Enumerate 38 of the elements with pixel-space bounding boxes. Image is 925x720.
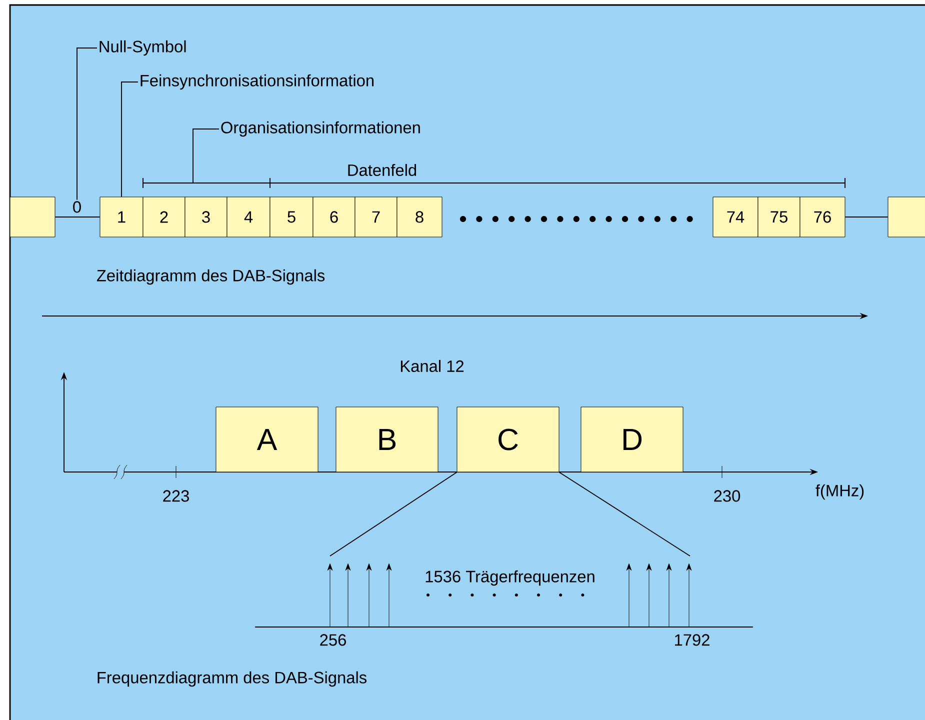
leader-line: [76, 48, 98, 200]
connector-line: [330, 472, 458, 556]
symbol-box: 4: [226, 196, 270, 238]
caption-text: Frequenzdiagramm des DAB-Signals: [98, 671, 366, 687]
symbol-number: 0: [73, 201, 81, 213]
leader-line: [121, 82, 138, 198]
symbol-box: [888, 196, 925, 238]
symbol-box: 7: [354, 196, 398, 238]
caption-text: Zeitdiagramm des DAB-Signals: [96, 269, 325, 285]
symbol-box: 1: [100, 196, 144, 238]
symbol-box: 8: [396, 196, 442, 238]
connector-line: [844, 216, 888, 218]
caption-text: f(MHz): [816, 484, 864, 500]
symbol-box: 2: [142, 196, 186, 238]
symbol-box: 75: [758, 196, 800, 238]
symbol-box: [10, 196, 56, 238]
caption-text: 1536 Trägerfrequenzen: [426, 570, 594, 586]
caption-text: Kanal 12: [400, 360, 464, 372]
symbol-box: 6: [312, 196, 356, 238]
caption-text: 256: [320, 634, 346, 646]
symbol-box: 76: [800, 196, 846, 238]
leader-label: Organisationsinformationen: [221, 121, 420, 137]
symbol-box: 5: [270, 196, 314, 238]
leader-label: Feinsynchronisationsinformation: [140, 74, 374, 90]
symbol-box: 3: [184, 196, 228, 238]
caption-text: Datenfeld: [348, 164, 416, 176]
channel-block: B: [336, 406, 438, 472]
channel-block: A: [216, 406, 318, 472]
connector-line: [54, 216, 100, 218]
caption-text: 1792: [675, 634, 710, 646]
channel-block: D: [580, 406, 684, 472]
symbol-box: 74: [712, 196, 758, 238]
leader-label: Null-Symbol: [100, 40, 186, 56]
channel-block: C: [456, 406, 560, 472]
caption-text: 223: [163, 490, 189, 502]
connector-line: [558, 472, 690, 556]
leader-line: [192, 128, 220, 184]
caption-text: 230: [714, 490, 740, 502]
